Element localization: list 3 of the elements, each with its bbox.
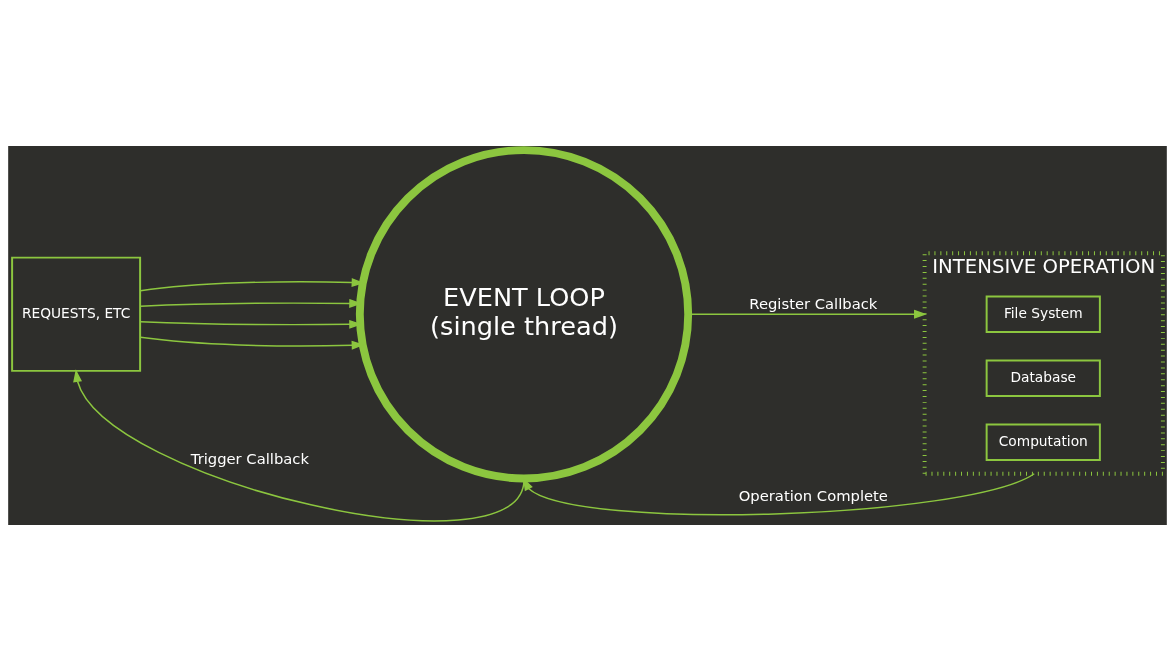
- edge-label: Register Callback: [749, 294, 878, 312]
- edge-label: Trigger Callback: [190, 449, 309, 467]
- edge-label: Operation Complete: [738, 486, 888, 504]
